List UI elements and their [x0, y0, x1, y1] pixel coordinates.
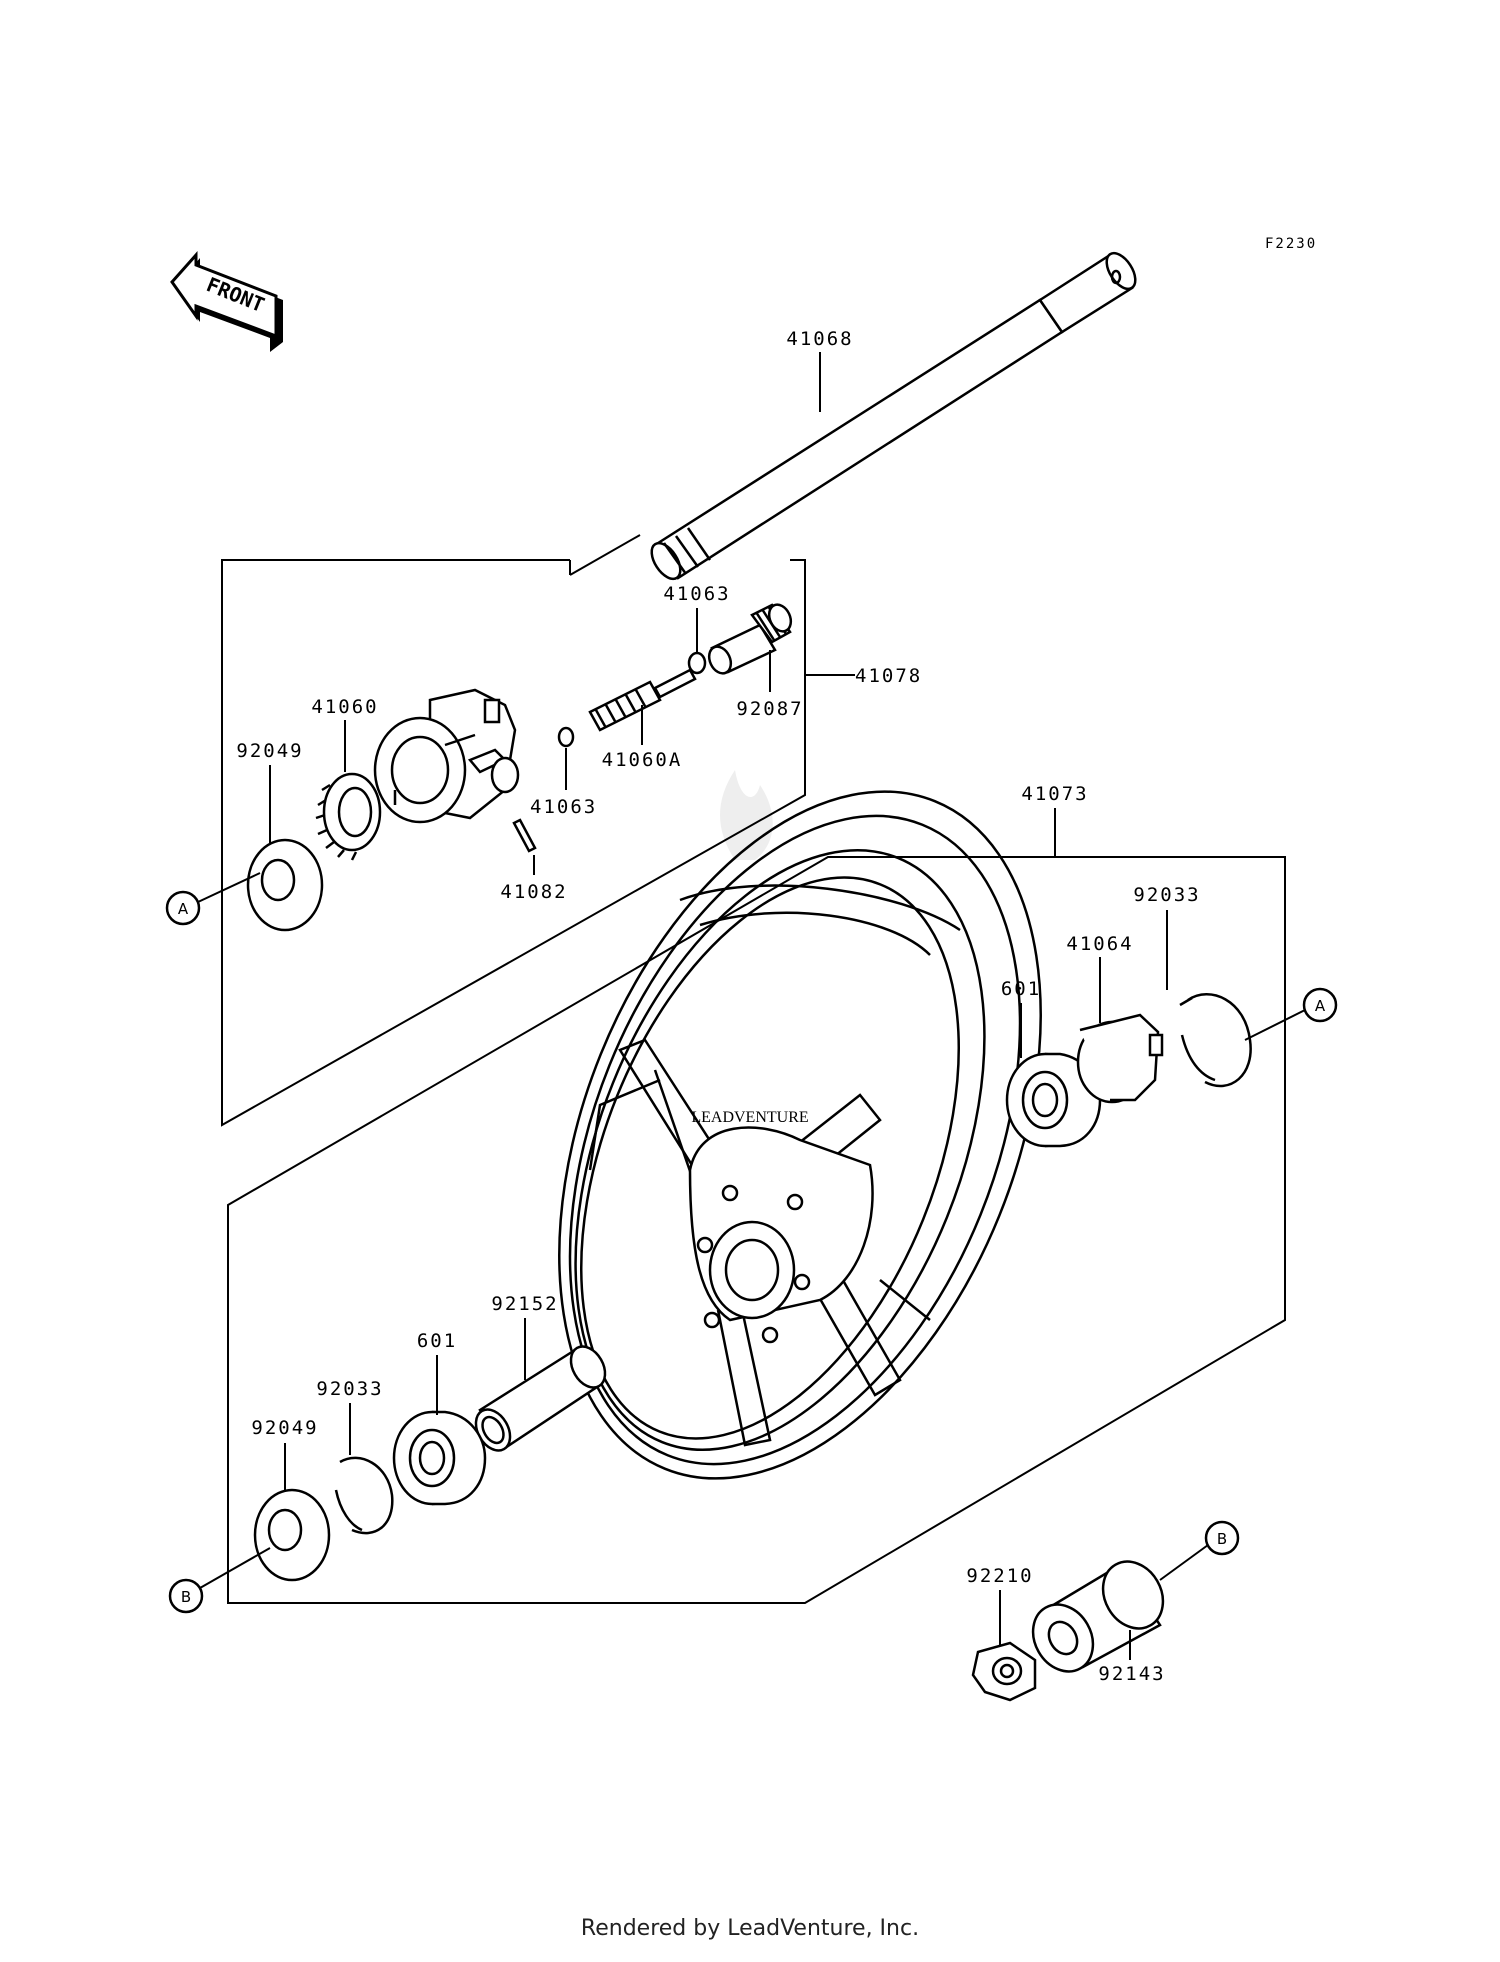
collar-92143 [1031, 1560, 1165, 1673]
bearing-601-left [392, 1410, 487, 1506]
washer-41063-top [687, 651, 707, 675]
collar-41064 [1076, 1013, 1164, 1104]
callout-41078: 41078 [855, 665, 922, 687]
callout-41060: 41060 [311, 696, 378, 718]
callout-601-left: 601 [417, 1330, 457, 1352]
front-wheel [558, 790, 1042, 1480]
spacer-92152 [474, 1345, 607, 1452]
ref-b-left-label: B [181, 1588, 191, 1606]
gear-41060 [315, 772, 382, 861]
callout-92033-right: 92033 [1133, 884, 1200, 906]
ref-a-right-label: A [1315, 997, 1326, 1015]
callout-41060A: 41060A [602, 749, 683, 771]
leader-ref-b-right [1159, 1544, 1209, 1581]
seal-92049-bottom [253, 1488, 331, 1582]
callout-41064: 41064 [1066, 933, 1133, 955]
callout-92143: 92143 [1098, 1663, 1165, 1685]
callout-41063-mid: 41063 [530, 796, 597, 818]
ref-b-left [168, 1578, 204, 1614]
callout-41073: 41073 [1021, 783, 1088, 805]
callout-92033-left: 92033 [316, 1378, 383, 1400]
ref-a-right [1302, 987, 1338, 1023]
callout-92049-top: 92049 [236, 740, 303, 762]
bushing-92087 [707, 603, 793, 675]
seal-92049-top [246, 838, 324, 932]
callout-92087: 92087 [736, 698, 803, 720]
callout-92049-bottom: 92049 [251, 1417, 318, 1439]
footer-credit: Rendered by LeadVenture, Inc. [580, 1916, 920, 1941]
callout-41063-top: 41063 [663, 583, 730, 605]
ref-b-right-label: B [1217, 1530, 1227, 1548]
washer-41063-mid [557, 726, 575, 748]
pinion-41060A [588, 668, 697, 732]
watermark-flame-icon [720, 770, 773, 860]
watermark-text: LEADVENTURE [691, 1109, 808, 1126]
leader-ref-a-left [197, 872, 261, 903]
seal-41063-housing [490, 756, 520, 794]
callout-41068: 41068 [786, 328, 853, 350]
diagram-code: F2230 [1265, 236, 1317, 252]
group-box-41073 [227, 856, 1286, 1604]
axle-41068 [650, 251, 1137, 581]
callout-92210: 92210 [966, 1565, 1033, 1587]
leader-ref-b-left [199, 1547, 271, 1589]
ref-b-right [1204, 1520, 1240, 1556]
callout-601-right: 601 [1001, 978, 1041, 1000]
nut-92210 [971, 1641, 1037, 1702]
pin-41082 [512, 818, 537, 853]
circlip-92033-right [1179, 993, 1252, 1088]
ref-a-left [165, 890, 201, 926]
circlip-92033-left [334, 1456, 394, 1535]
front-arrow-icon: FRONT [170, 251, 283, 352]
callout-41082: 41082 [500, 881, 567, 903]
callout-92152: 92152 [491, 1293, 558, 1315]
gear-housing [373, 688, 517, 824]
leader-ref-a-right [1244, 1009, 1306, 1041]
ref-a-left-label: A [178, 900, 189, 918]
group-box-41078 [221, 559, 806, 1127]
